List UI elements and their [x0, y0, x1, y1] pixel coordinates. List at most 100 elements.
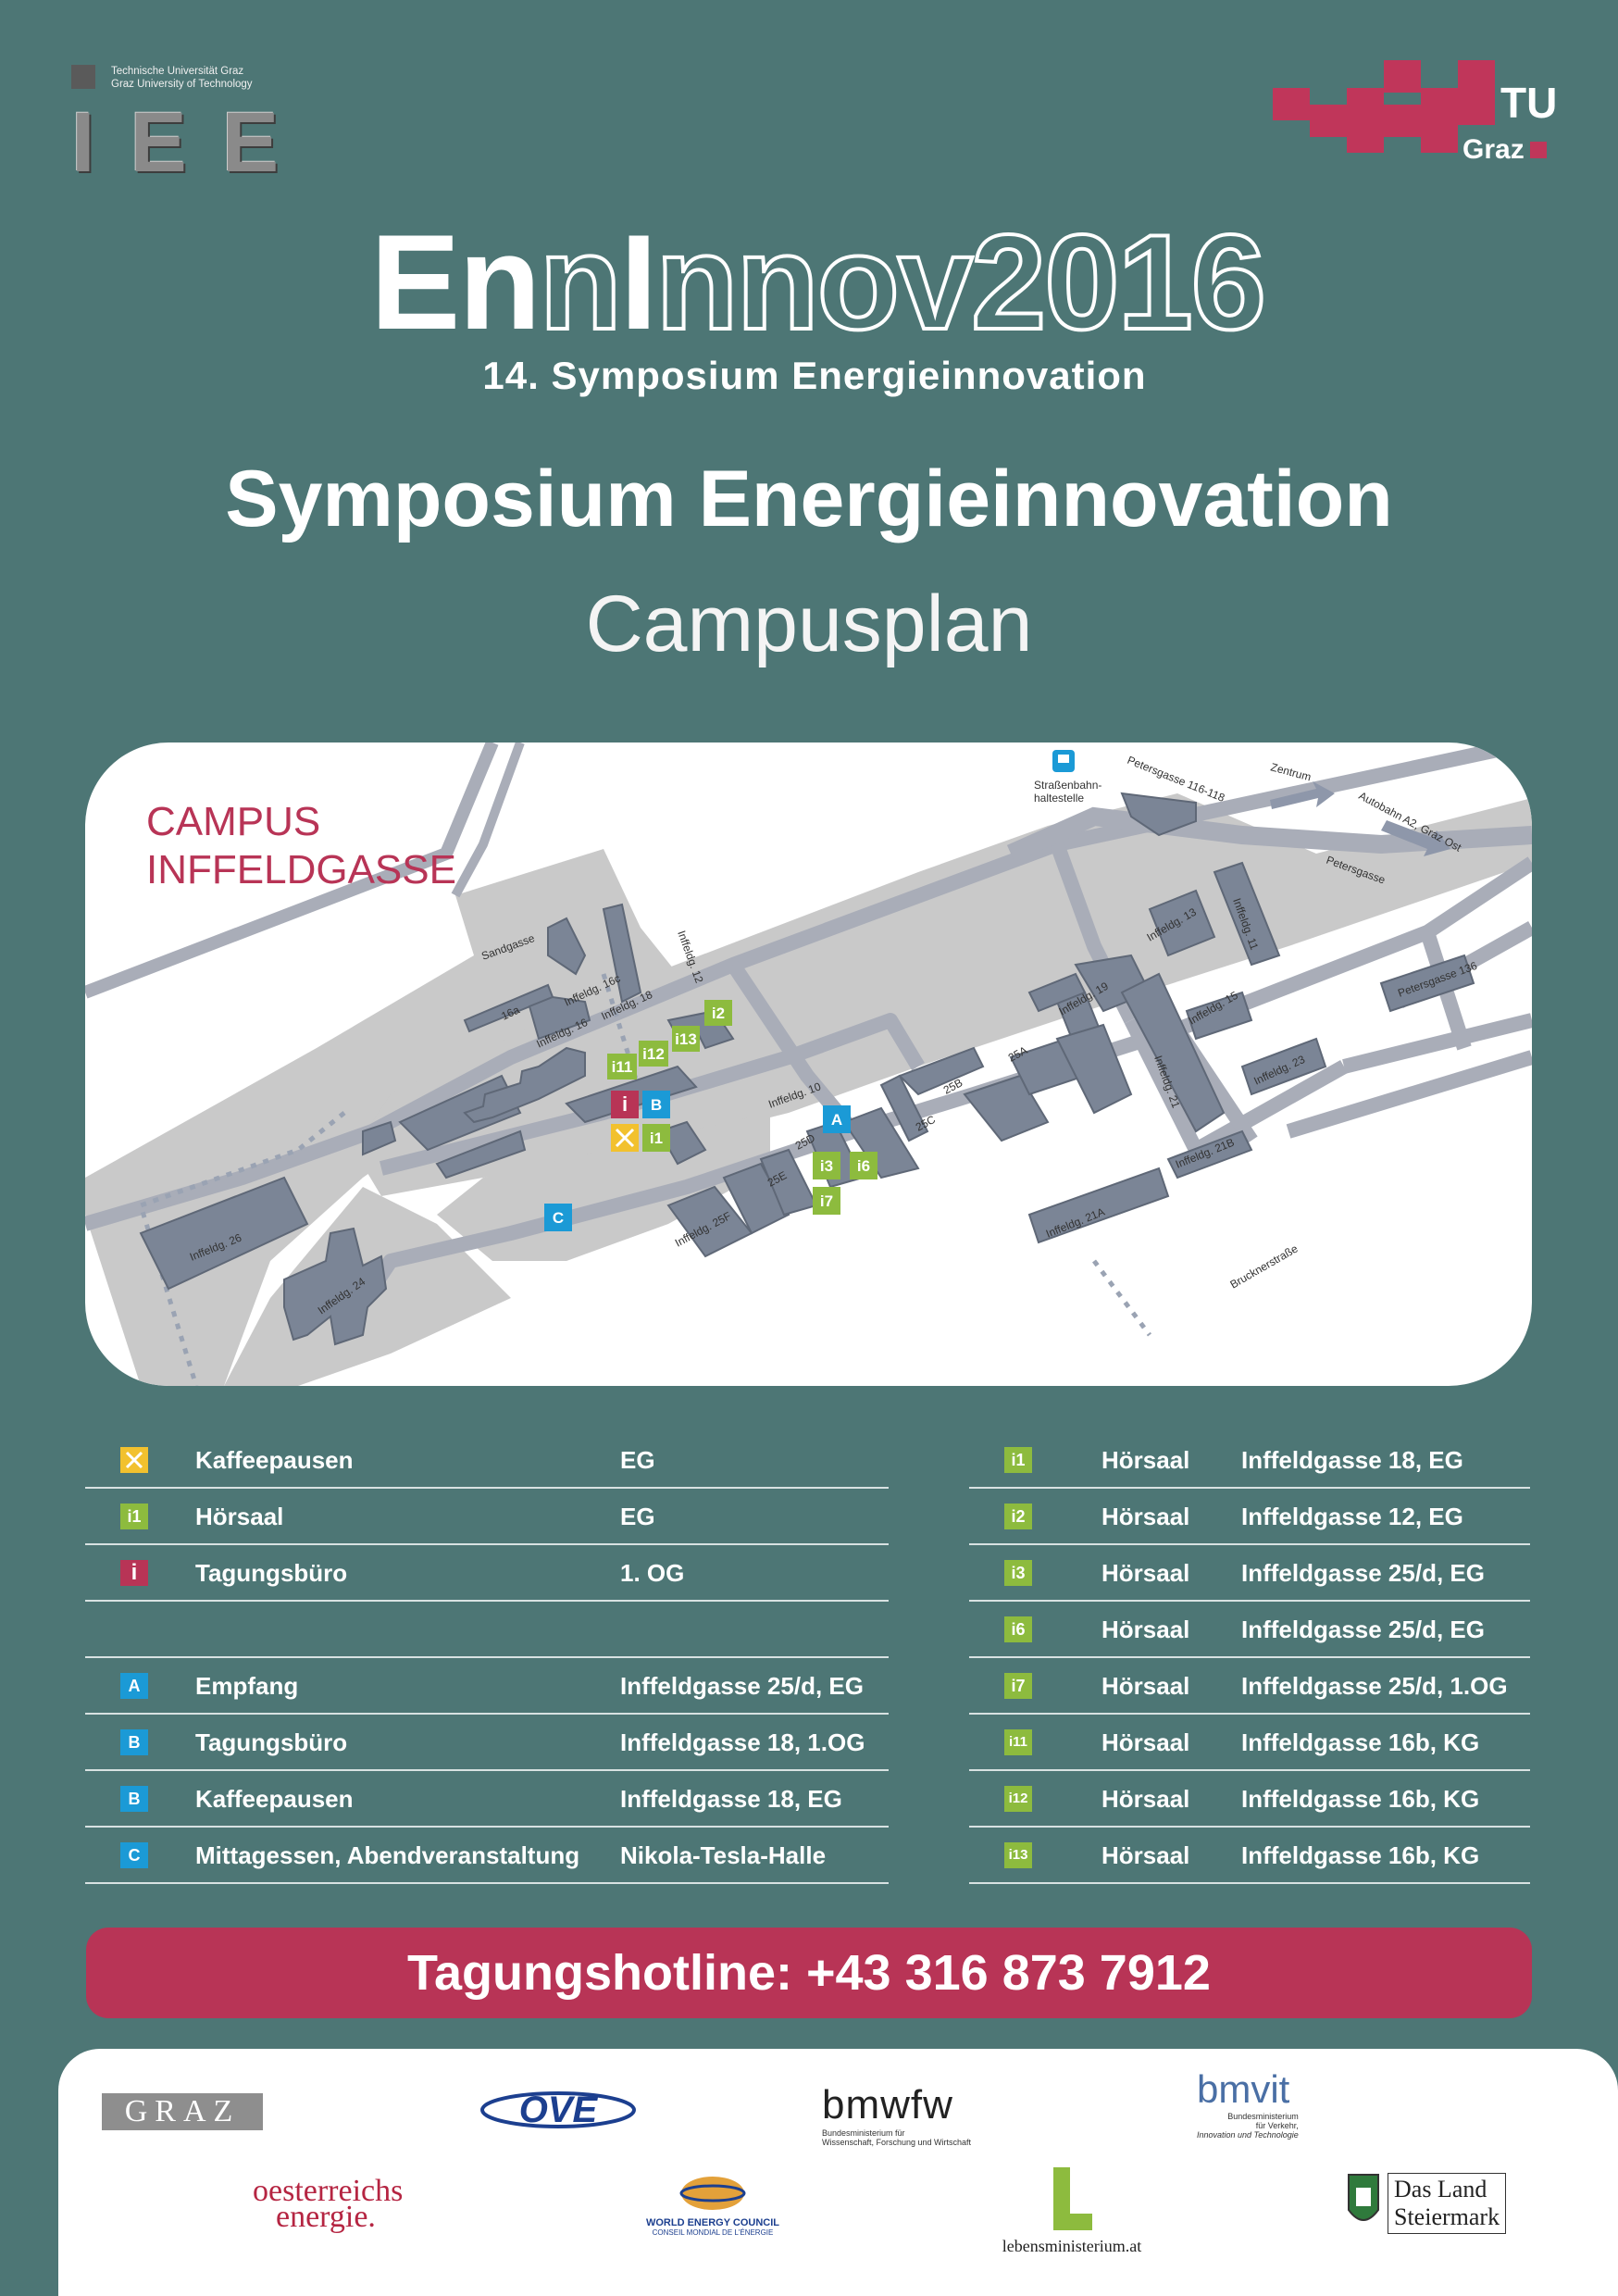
legend-name: Tagungsbüro [195, 1728, 348, 1756]
marker-i2: i2 [712, 1004, 725, 1022]
legend-name: Hörsaal [1101, 1559, 1190, 1587]
campus-label-line-2: INFFELDGASSE [146, 847, 456, 892]
bmvit-text: bmvit [1197, 2067, 1290, 2111]
legend-name: Empfang [195, 1672, 299, 1700]
steiermark-line-2: Steiermark [1394, 2203, 1500, 2230]
bmvit-sub-3: Innovation und Technologie [1197, 2130, 1299, 2140]
legend-row: Kaffeepausen EG [85, 1431, 889, 1489]
marker-c: C [553, 1209, 564, 1227]
logo-part-i: I [619, 206, 658, 357]
coffee-icon [120, 1447, 148, 1473]
campus-map: Straßenbahn- haltestelle Sandgasse Peter… [85, 742, 1532, 1386]
marker-i6: i6 [857, 1157, 870, 1175]
tu-text: TU [1500, 79, 1555, 127]
page-subtitle: Campusplan [585, 580, 1033, 668]
legend-location: Inffeldgasse 25/d, EG [1241, 1559, 1485, 1587]
legend-row: i1 Hörsaal EG [85, 1488, 889, 1545]
legend-name: Mittagessen, Abendveranstaltung [195, 1841, 580, 1869]
eninnov-logo: EnnnovnInnov2016 [370, 213, 1268, 352]
legend-location: Inffeldgasse 12, EG [1241, 1503, 1463, 1530]
bmwfw-logo: bmwfw Bundesministerium für Wissenschaft… [822, 2082, 971, 2147]
lecture-hall-icon: i11 [1004, 1729, 1032, 1755]
legend-row: i12 Hörsaal Inffeldgasse 16b, KG [969, 1770, 1530, 1828]
legend-name: Hörsaal [1101, 1728, 1190, 1756]
marker-info: i [622, 1092, 628, 1116]
legend-row: C Mittagessen, Abendveranstaltung Nikola… [85, 1827, 889, 1884]
legend-name: Hörsaal [1101, 1785, 1190, 1813]
legend-name: Tagungsbüro [195, 1559, 348, 1587]
lecture-hall-icon: i12 [1004, 1786, 1032, 1812]
legend-location: 1. OG [620, 1559, 685, 1587]
tram-label-2: haltestelle [1034, 792, 1084, 805]
marker-i12: i12 [642, 1045, 665, 1063]
info-icon: i [120, 1560, 148, 1586]
legend-location: Nikola-Tesla-Halle [620, 1841, 827, 1869]
lebensministerium-logo: lebensministerium.at [984, 2167, 1160, 2256]
logo-part-1: En [370, 206, 541, 357]
iee-line-1: Technische Universität Graz [111, 66, 244, 77]
marker-b-icon: B [120, 1729, 148, 1755]
legend-row: i2 Hörsaal Inffeldgasse 12, EG [969, 1488, 1530, 1545]
bmvit-sub-1: Bundesministerium [1227, 2112, 1299, 2121]
tu-graz-text: Graz [1462, 134, 1525, 165]
legend-name: Hörsaal [1101, 1841, 1190, 1869]
page-title: Symposium Energieinnovation [225, 455, 1393, 543]
marker-b-icon: B [120, 1786, 148, 1812]
marker-b: B [651, 1096, 662, 1114]
legend-row: i7 Hörsaal Inffeldgasse 25/d, 1.OG [969, 1657, 1530, 1715]
event-subtitle: 14. Symposium Energieinnovation [482, 354, 1147, 397]
oe-line-2: energie. [276, 2200, 376, 2234]
steiermark-line-1: Das Land [1394, 2176, 1487, 2202]
legend-location: Inffeldgasse 18, EG [620, 1785, 842, 1813]
legend-row: i3 Hörsaal Inffeldgasse 25/d, EG [969, 1544, 1530, 1602]
marker-c-icon: C [120, 1842, 148, 1868]
lecture-hall-icon: i7 [1004, 1673, 1032, 1699]
legend-name: Kaffeepausen [195, 1785, 354, 1813]
logo-part-nnov: nnov [653, 206, 975, 357]
legend-location: Inffeldgasse 25/d, 1.OG [1241, 1672, 1508, 1700]
legend-location: EG [620, 1446, 655, 1474]
campus-label-line-1: CAMPUS [146, 799, 321, 844]
legend-name: Hörsaal [1101, 1446, 1190, 1474]
logo-part-year: 2016 [969, 206, 1268, 357]
legend-location: Inffeldgasse 16b, KG [1241, 1728, 1480, 1756]
campus-label: CAMPUS INFFELDGASSE [146, 798, 456, 894]
marker-a: A [831, 1111, 842, 1129]
iee-logo-square [71, 65, 95, 89]
oesterreichs-energie-logo: oesterreichs energie. [253, 2174, 404, 2234]
iee-line-2: Graz University of Technology [111, 79, 253, 90]
legend-row: B Kaffeepausen Inffeldgasse 18, EG [85, 1770, 889, 1828]
lecture-hall-icon: i2 [1004, 1504, 1032, 1529]
legend-row: B Tagungsbüro Inffeldgasse 18, 1.OG [85, 1714, 889, 1771]
legend-name: Hörsaal [195, 1503, 284, 1530]
wec-text: WORLD ENERGY COUNCIL [645, 2217, 780, 2228]
ove-logo: OVE [479, 2086, 637, 2134]
street-zentrum: Zentrum [1269, 760, 1313, 783]
wec-sub: CONSEIL MONDIAL DE L'ÉNERGIE [652, 2228, 774, 2237]
legend-location: Inffeldgasse 18, EG [1241, 1446, 1463, 1474]
tram-label-1: Straßenbahn- [1034, 779, 1101, 792]
bmwfw-sub-2: Wissenschaft, Forschung und Wirtschaft [822, 2138, 972, 2147]
iee-logo-text: IEE [71, 95, 315, 190]
oe-line-1: oesterreichs [253, 2174, 404, 2208]
lecture-hall-icon: i3 [1004, 1560, 1032, 1586]
marker-i1: i1 [650, 1129, 663, 1147]
bmwfw-sub-1: Bundesministerium für [822, 2128, 905, 2138]
ove-text: OVE [518, 2090, 598, 2130]
tu-graz-logo: TU Graz [1273, 60, 1557, 167]
logo-part-n: n [538, 206, 624, 357]
hotline-banner: Tagungshotline: +43 316 873 7912 [86, 1928, 1532, 2018]
wec-logo: WORLD ENERGY COUNCIL CONSEIL MONDIAL DE … [625, 2174, 801, 2237]
legend-row: i1 Hörsaal Inffeldgasse 18, EG [969, 1431, 1530, 1489]
lecture-hall-icon: i1 [120, 1504, 148, 1529]
marker-i13: i13 [675, 1030, 697, 1048]
marker-i3: i3 [820, 1157, 833, 1175]
street-bruckner: Brucknerstraße [1228, 1242, 1301, 1291]
legend-location: Inffeldgasse 25/d, EG [1241, 1616, 1485, 1643]
coffee-marker-icon [615, 1128, 635, 1148]
legend-row: i6 Hörsaal Inffeldgasse 25/d, EG [969, 1601, 1530, 1658]
legend-location: EG [620, 1503, 655, 1530]
legend-location: Inffeldgasse 16b, KG [1241, 1785, 1480, 1813]
legend-name: Hörsaal [1101, 1672, 1190, 1700]
legend-row: i11 Hörsaal Inffeldgasse 16b, KG [969, 1714, 1530, 1771]
